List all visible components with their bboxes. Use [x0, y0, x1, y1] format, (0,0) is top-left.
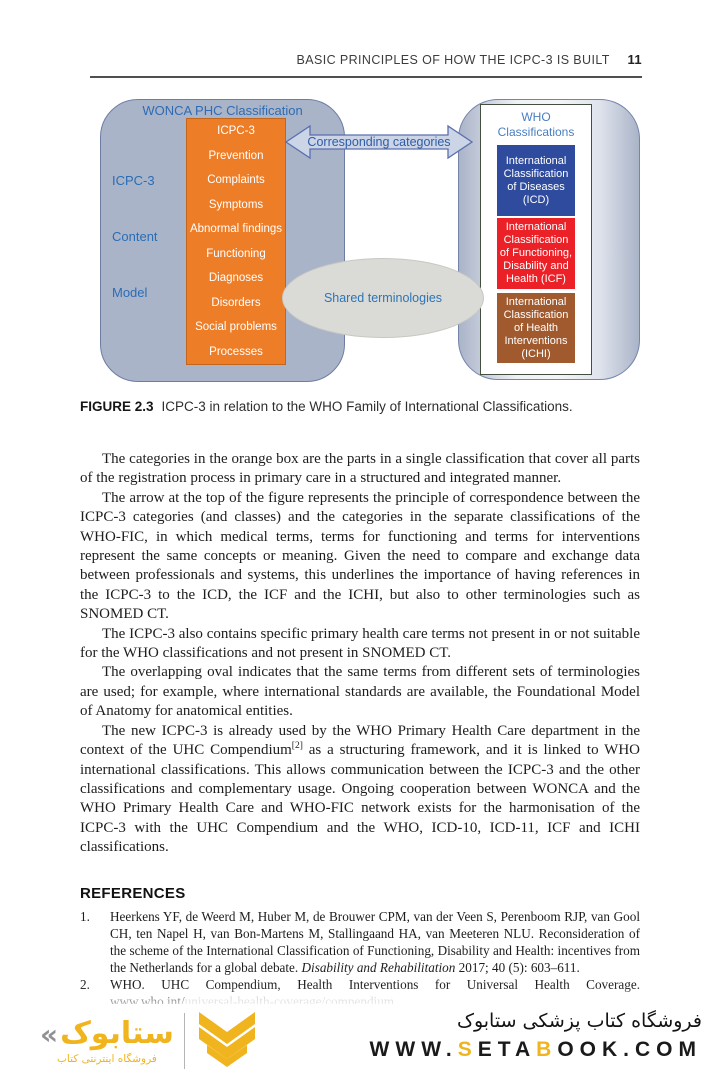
orange-item: Functioning: [206, 247, 266, 260]
paragraph-3: The ICPC-3 also contains specific primar…: [80, 625, 640, 662]
url-segment: OOK.COM: [557, 1038, 702, 1061]
reference-text-part: Heerkens YF, de Weerd M, Huber M, de Bro…: [110, 909, 640, 975]
citation-superscript: [2]: [291, 741, 303, 752]
setabook-chevron-icon: [199, 1012, 256, 1067]
paragraph-5: The new ICPC-3 is already used by the WH…: [80, 722, 640, 858]
paragraph-2: The arrow at the top of the figure repre…: [80, 489, 640, 623]
page-header: BASIC PRINCIPLES OF HOW THE ICPC-3 IS BU…: [90, 52, 642, 67]
url-segment: WWW.: [369, 1038, 458, 1061]
reference-journal-name: Disability and Rehabilitation: [301, 959, 456, 975]
header-rule: [90, 76, 642, 78]
who-title-line2: Classifications: [497, 125, 575, 139]
orange-item: Social problems: [195, 321, 277, 334]
paragraph-1: The categories in the orange box are the…: [80, 451, 640, 487]
reference-number: 2.: [80, 976, 90, 992]
icpc3-categories-box: ICPC-3 Prevention Complaints Symptoms Ab…: [186, 118, 286, 365]
who-title-line1: WHO: [521, 110, 551, 124]
logo-guillemet-icon: «: [40, 1017, 59, 1051]
orange-item: Disorders: [211, 296, 261, 309]
orange-item: ICPC-3: [217, 125, 255, 138]
setabook-logo: « ستابوک فروشگاه اینترنتی کتاب: [40, 1012, 259, 1070]
wonca-box-title: WONCA PHC Classification: [142, 103, 303, 118]
url-segment-gold: S: [457, 1038, 478, 1061]
url-segment: ETA: [477, 1038, 537, 1061]
shared-terminologies-oval: Shared terminologies: [282, 258, 484, 338]
footer-watermark: « ستابوک فروشگاه اینترنتی کتاب فروشگاه ک…: [0, 1004, 720, 1080]
double-arrow-shape: [284, 124, 474, 160]
corresponding-categories-arrow: Corresponding categories: [284, 124, 474, 160]
side-label-model: Model: [112, 285, 148, 300]
oval-label: Shared terminologies: [323, 291, 443, 305]
logo-tagline: فروشگاه اینترنتی کتاب: [56, 1053, 157, 1065]
reference-number: 1.: [80, 909, 90, 924]
ichi-box: International Classification of Health I…: [497, 293, 575, 363]
orange-item: Diagnoses: [208, 272, 264, 285]
footer-right-block: فروشگاه کتاب پزشکی ستابوک WWW.SETABOOK.C…: [370, 1010, 702, 1062]
url-segment-gold: B: [536, 1038, 558, 1061]
figure-caption-text: ICPC-3 in relation to the WHO Family of …: [161, 399, 573, 414]
logo-divider: [183, 1013, 186, 1069]
side-label-content: Content: [112, 229, 158, 244]
reference-item: 1. Heerkens YF, de Weerd M, Huber M, de …: [80, 909, 640, 977]
side-label-icpc3: ICPC-3: [112, 173, 155, 188]
running-head: BASIC PRINCIPLES OF HOW THE ICPC-3 IS BU…: [296, 53, 610, 67]
arrow-label: Corresponding categories: [307, 135, 451, 149]
logo-wordmark: ستابوک: [60, 1016, 174, 1051]
paragraph-5-text: as a structuring framework, and it is li…: [80, 742, 640, 856]
store-name-persian: فروشگاه کتاب پزشکی ستابوک: [456, 1010, 702, 1032]
paragraph-5-text: The new ICPC-3 is already used by the WH…: [80, 722, 640, 759]
orange-item: Prevention: [208, 149, 264, 162]
figure-caption-label: FIGURE 2.3: [80, 399, 154, 414]
orange-item: Symptoms: [208, 198, 264, 211]
paragraph-4: The overlapping oval indicates that the …: [80, 664, 640, 720]
orange-item: Abnormal findings: [189, 223, 283, 236]
reference-text: Heerkens YF, de Weerd M, Huber M, de Bro…: [110, 909, 640, 977]
body-text: The categories in the orange box are the…: [80, 450, 640, 858]
logo-text-block: « ستابوک فروشگاه اینترنتی کتاب: [40, 1016, 174, 1066]
icf-box: International Classification of Function…: [497, 218, 575, 289]
icd-box: International Classification of Diseases…: [497, 145, 575, 216]
page-number: 11: [627, 52, 642, 67]
site-url: WWW.SETABOOK.COM: [370, 1038, 702, 1062]
references-heading: REFERENCES: [80, 885, 186, 902]
who-classifications-title: WHO Classifications: [480, 110, 592, 140]
figure-caption: FIGURE 2.3 ICPC-3 in relation to the WHO …: [80, 399, 640, 414]
orange-item: Processes: [209, 345, 263, 358]
reference-text-part: 2017; 40 (5): 603–611.: [455, 959, 580, 975]
orange-item: Complaints: [207, 174, 265, 187]
